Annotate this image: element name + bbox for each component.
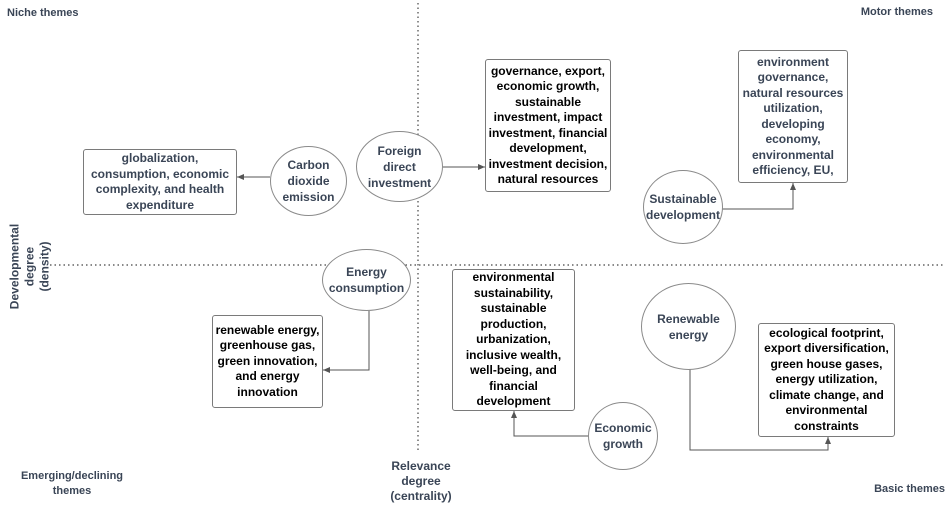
connector-sustainable-to-keywords — [722, 183, 796, 210]
energy-consumption-theme-circle: Energy consumption — [322, 249, 411, 311]
sustainable-keywords-box: environment governance, natural resource… — [738, 50, 848, 183]
motor-themes-label: Motor themes — [860, 6, 933, 18]
basic-themes-label: Basic themes — [874, 483, 945, 495]
connector-energy-to-keywords — [323, 311, 370, 373]
niche-themes-label: Niche themes — [7, 7, 79, 19]
carbon-keywords-box: globalization, consumption, economic com… — [83, 149, 237, 215]
renewable-energy-theme-circle: Renewable energy — [641, 283, 736, 370]
y-axis-label: Developmental degree (density) — [7, 223, 52, 310]
energy-consumption-keywords-box: renewable energy, greenhouse gas, green … — [212, 315, 323, 408]
emerging-declining-themes-label: Emerging/declining themes — [20, 470, 124, 497]
connector-growth-to-keywords — [511, 411, 590, 437]
sustainable-theme-circle: Sustainable development — [643, 170, 723, 244]
fdi-keywords-box: governance, export, economic growth, sus… — [485, 59, 611, 192]
renewable-energy-keywords-box: ecological footprint, export diversifica… — [758, 323, 895, 437]
economic-growth-theme-circle: Economic growth — [588, 402, 658, 470]
x-axis-label: Relevance degree (centrality) — [390, 459, 452, 503]
connector-renewable-to-keywords — [689, 369, 831, 451]
fdi-theme-circle: Foreign direct investment — [356, 131, 443, 202]
carbon-theme-circle: Carbon dioxide emission — [270, 146, 347, 216]
economic-growth-keywords-box: environmental sustainability, sustainabl… — [452, 269, 575, 411]
